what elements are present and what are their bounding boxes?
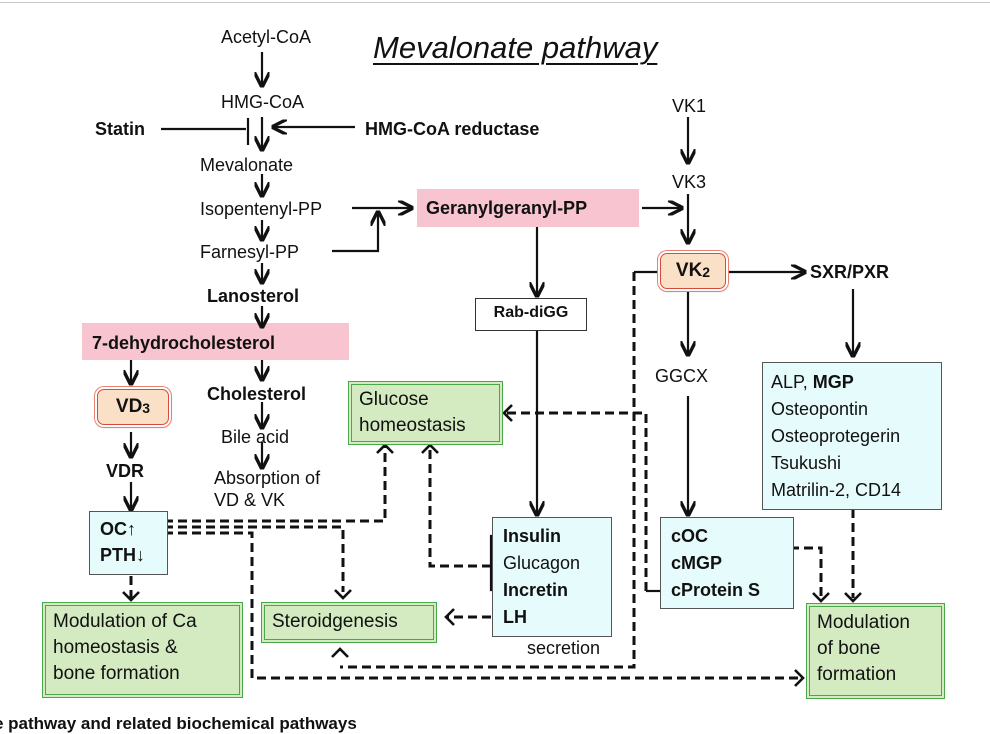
- oc-label: OC↑: [100, 519, 136, 539]
- vd3-label: VD: [115, 396, 143, 417]
- hormone-lh: LH: [503, 607, 527, 627]
- secretion-label: secretion: [527, 638, 601, 658]
- dash-cprotein-glucose: [504, 411, 648, 591]
- dash-hormones-glucose: [428, 445, 491, 568]
- arrowhead-glucose-up1: [376, 443, 394, 454]
- target-alp-mgp: ALP, MGP: [771, 369, 941, 396]
- arrow-farn-ggpp: [332, 212, 378, 253]
- node-vk1: VK1: [672, 96, 707, 116]
- node-hmg-coa: HMG-CoA: [221, 92, 305, 112]
- node-cholesterol: Cholesterol: [207, 384, 307, 404]
- outcome-bone-formation: Modulation of bone formation: [806, 603, 945, 699]
- pth-label: PTH↓: [100, 545, 145, 565]
- node-statin: Statin: [95, 119, 146, 139]
- arrowhead-bone-left: [794, 669, 805, 687]
- glucose-line-2: homeostasis: [359, 415, 466, 436]
- node-carboxylated: cOC cMGP cProtein S: [660, 517, 794, 609]
- arrowhead-ca-down: [122, 591, 140, 602]
- dash-vk2-loop: [340, 272, 636, 669]
- target-mgp: MGP: [812, 372, 854, 392]
- carbox-cprotein-s: cProtein S: [671, 580, 761, 600]
- node-vk3: VK3: [672, 172, 707, 192]
- node-oc-pth: OC↑ PTH↓: [89, 511, 168, 575]
- hormone-incretin: Incretin: [503, 580, 569, 600]
- glucose-line-1: Glucose: [359, 389, 429, 410]
- geranylgeranyl-highlight: [417, 189, 639, 227]
- arrowhead-steroid-down: [334, 589, 352, 600]
- arrowhead-glucose-up2: [421, 443, 439, 454]
- node-isopentenyl-pp: Isopentenyl-PP: [200, 199, 323, 219]
- target-item: Tsukushi: [771, 453, 842, 473]
- vk2-label: VK: [675, 260, 703, 281]
- bone-line-3: formation: [817, 664, 897, 685]
- rab-digg-label: Rab-diGG: [493, 304, 569, 321]
- node-farnesyl-pp: Farnesyl-PP: [200, 242, 300, 262]
- node-lanosterol: Lanosterol: [207, 286, 300, 306]
- node-mevalonate: Mevalonate: [200, 155, 294, 175]
- outcome-glucose-homeostasis: Glucose homeostasis: [348, 381, 503, 445]
- node-vdr: VDR: [106, 461, 145, 481]
- node-bile-acid: Bile acid: [221, 427, 290, 447]
- node-absorption: Absorption of VD & VK: [214, 467, 320, 511]
- arrowhead-bone-down2: [844, 592, 862, 603]
- hormone-insulin: Insulin: [503, 526, 561, 546]
- arrowhead-steroid-up: [331, 647, 349, 658]
- node-ggcx: GGCX: [655, 366, 709, 386]
- absorption-line-1: Absorption of: [214, 468, 321, 488]
- hormone-glucagon: Glucagon: [503, 553, 581, 573]
- ca-line-3: bone formation: [53, 663, 180, 684]
- figure-caption: e pathway and related biochemical pathwa…: [0, 714, 357, 733]
- bone-line-1: Modulation: [817, 612, 910, 633]
- node-vd3: VD3: [97, 389, 169, 425]
- vk2-subscript: 2: [702, 264, 711, 280]
- node-geranylgeranyl-pp: Geranylgeranyl-PP: [426, 198, 588, 218]
- node-sxr-pxr: SXR/PXR: [810, 262, 890, 282]
- steroid-label: Steroidgenesis: [272, 611, 398, 632]
- target-item: Matrilin-2, CD14: [771, 480, 902, 500]
- top-border: [0, 2, 990, 3]
- carbox-coc: cOC: [671, 526, 709, 546]
- ca-line-2: homeostasis &: [53, 637, 178, 658]
- outcome-steroidogenesis: Steroidgenesis: [261, 602, 437, 643]
- arrowhead-steroid-right: [444, 608, 455, 626]
- node-acetyl-coa: Acetyl-CoA: [221, 27, 312, 47]
- target-item: Osteopontin: [771, 399, 869, 419]
- bone-line-2: of bone: [817, 638, 881, 659]
- target-alp: ALP,: [771, 372, 813, 392]
- dash-oc-bone: [150, 531, 803, 680]
- node-sxr-targets: ALP, MGP Osteopontin Osteoprotegerin Tsu…: [762, 362, 942, 510]
- carbox-cmgp: cMGP: [671, 553, 723, 573]
- dehydrocholesterol-highlight: [82, 323, 349, 360]
- node-hmg-coa-reductase: HMG-CoA reductase: [365, 119, 540, 139]
- node-vk2: VK2: [660, 253, 726, 289]
- outcome-ca-bone: Modulation of Ca homeostasis & bone form…: [42, 602, 243, 698]
- node-rab-digg: Rab-diGG: [475, 298, 587, 331]
- absorption-line-2: VD & VK: [214, 490, 286, 510]
- arrowhead-glucose-right: [502, 404, 513, 422]
- dash-oc-steroid: [150, 525, 345, 592]
- target-item: Osteoprotegerin: [771, 426, 901, 446]
- vd3-subscript: 3: [142, 400, 151, 416]
- dash-oc-glucose: [150, 445, 387, 523]
- node-hormones: Insulin Glucagon Incretin LH: [492, 517, 612, 637]
- ca-line-1: Modulation of Ca: [53, 611, 197, 632]
- arrowhead-bone-down1: [812, 592, 830, 603]
- diagram-title: Mevalonate pathway: [373, 30, 658, 65]
- node-7-dehydrocholesterol: 7-dehydrocholesterol: [92, 333, 276, 353]
